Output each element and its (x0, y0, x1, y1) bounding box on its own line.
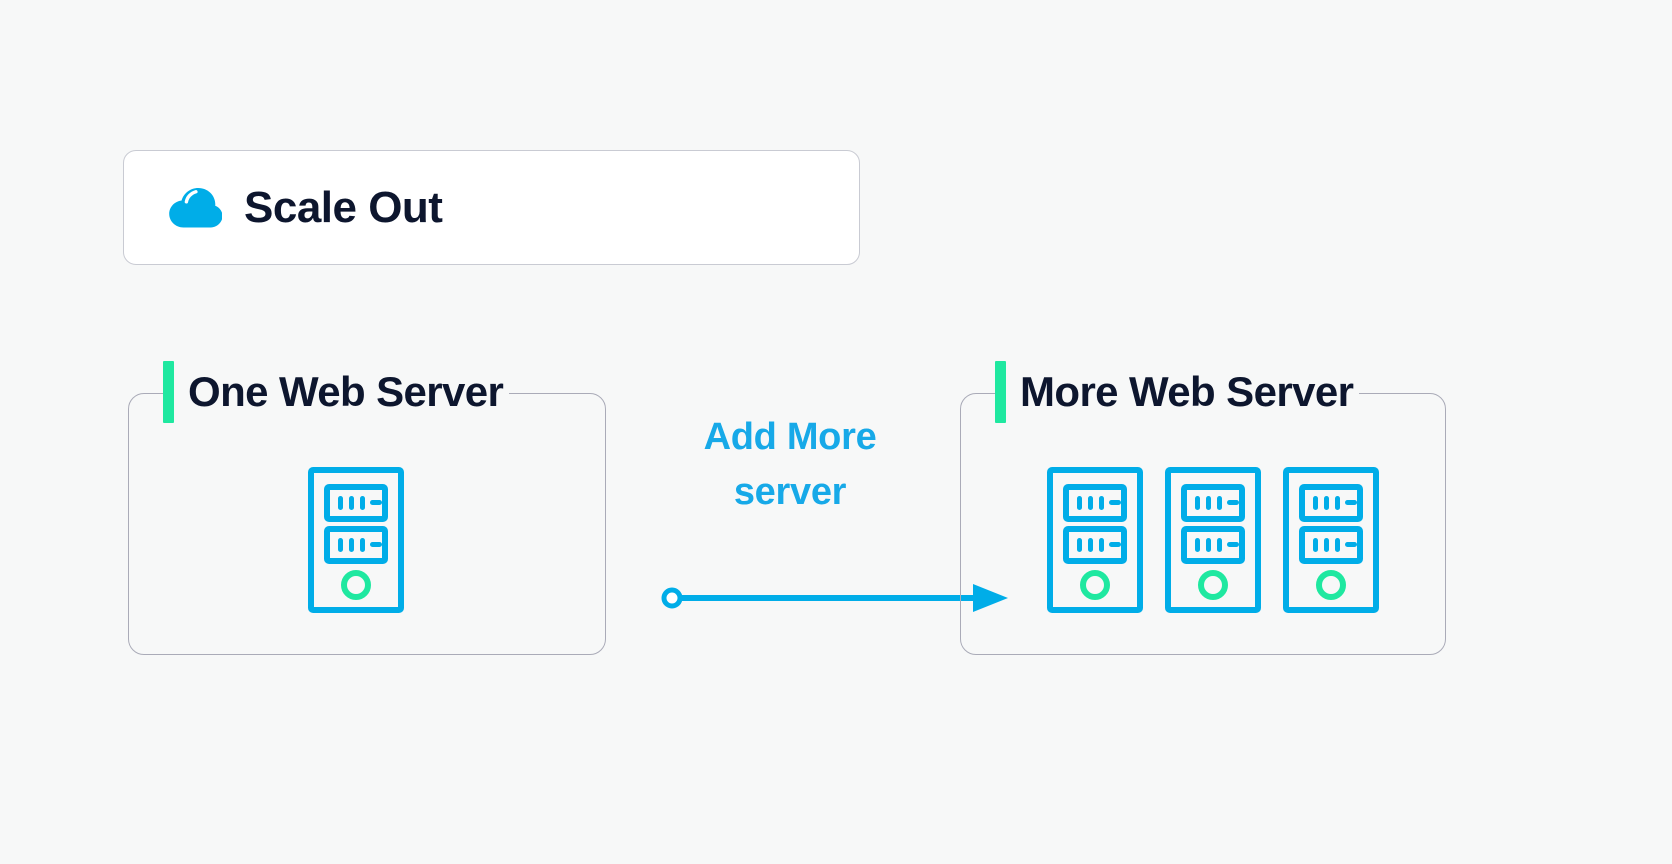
panel-title-more-web-server: More Web Server (1020, 368, 1354, 415)
arrowhead-icon (973, 584, 1008, 612)
cloud-icon (169, 187, 222, 227)
panel-more-web-server: More Web Server (960, 361, 1446, 655)
server-icon[interactable] (308, 467, 404, 613)
panel-legend-one-web-server: One Web Server (163, 361, 510, 423)
flow-label-line-1: Add More (703, 416, 877, 458)
accent-bar (995, 361, 1006, 423)
panel-one-web-server: One Web Server (128, 361, 606, 655)
server-rack-single (308, 467, 404, 613)
server-icon[interactable] (1283, 467, 1379, 613)
panel-title-one-web-server: One Web Server (188, 368, 504, 415)
flow-arrow (661, 584, 1008, 612)
panel-legend-more-web-server: More Web Server (995, 361, 1360, 423)
server-icon[interactable] (1047, 467, 1143, 613)
accent-bar (163, 361, 174, 423)
arrow-start-circle (661, 587, 683, 609)
server-icon[interactable] (1165, 467, 1261, 613)
scale-out-header-card: Scale Out (123, 150, 860, 265)
flow-label-add-more-server: Add More server (640, 410, 940, 520)
flow-label-line-2: server (733, 471, 847, 514)
server-rack-multiple (1047, 467, 1379, 613)
page-title: Scale Out (244, 182, 443, 232)
